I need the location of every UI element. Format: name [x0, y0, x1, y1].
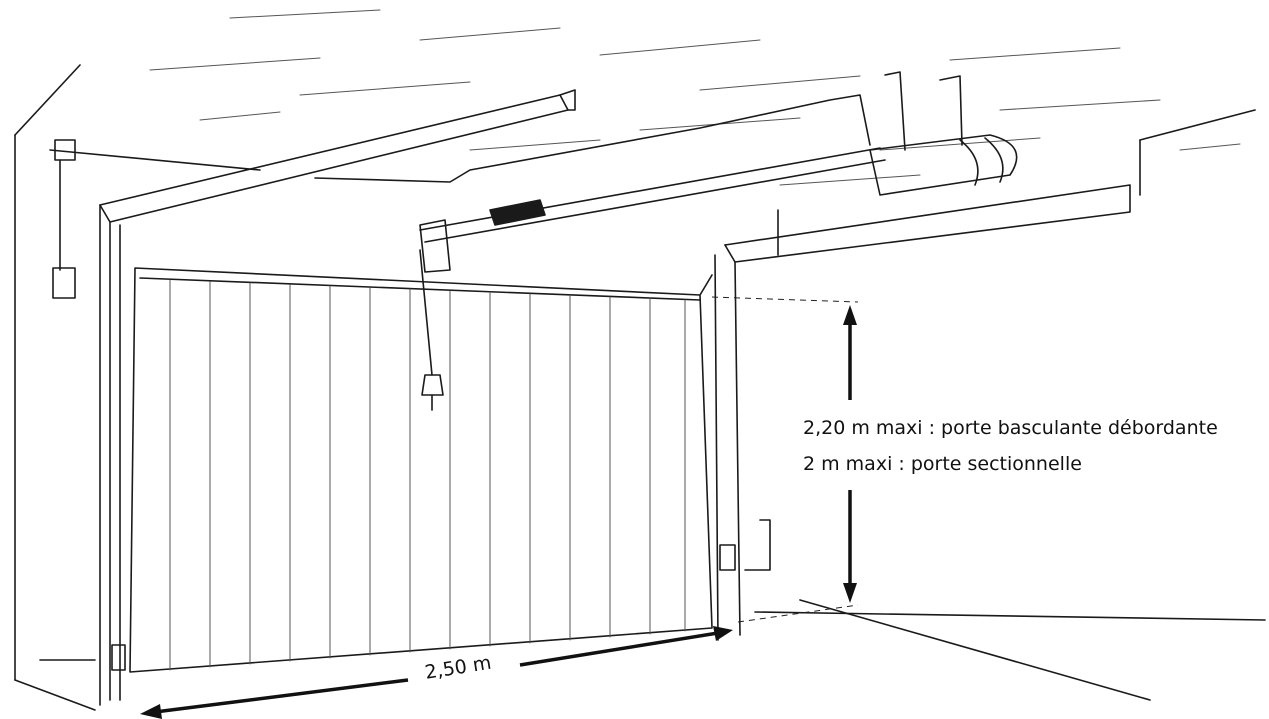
width-dimension [140, 626, 733, 719]
right-wall [754, 109, 1266, 701]
door-panel-ribs [169, 279, 686, 671]
ceiling-texture [149, 9, 1241, 186]
door-panel [129, 267, 713, 673]
opener-motor [869, 134, 1018, 196]
door-frame [99, 89, 1131, 706]
height-label-basculante: 2,20 m maxi : porte basculante débordant… [803, 417, 1218, 439]
power-cable [49, 94, 871, 299]
height-dimension [711, 296, 859, 623]
height-label-sectionnelle: 2 m maxi : porte sectionnelle [803, 453, 1082, 475]
release-cord [419, 249, 444, 411]
left-wall [14, 64, 96, 711]
safety-sensors [39, 519, 771, 671]
opener-rail [419, 71, 963, 273]
